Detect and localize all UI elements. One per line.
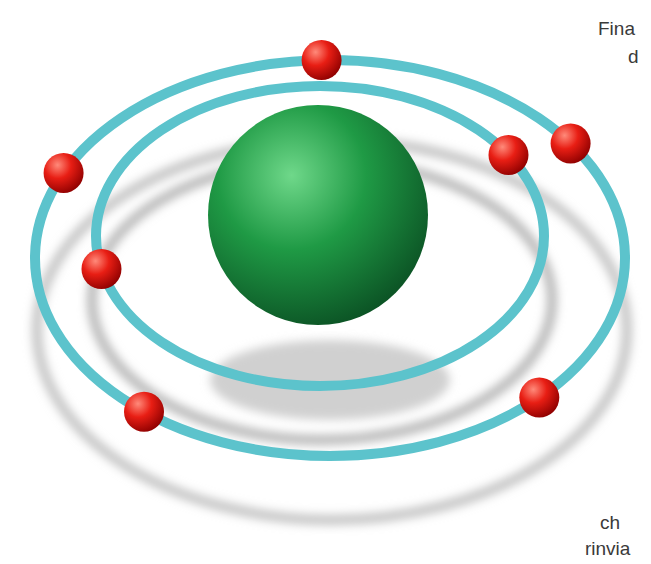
text-fragment: Fina: [598, 18, 635, 41]
electron: [302, 40, 342, 80]
orbit-ring: [35, 60, 625, 456]
nucleus: [208, 105, 428, 325]
electron: [44, 153, 84, 193]
electron: [124, 392, 164, 432]
electron: [488, 135, 528, 175]
text-fragment: d: [628, 46, 639, 69]
electron: [519, 378, 559, 418]
text-fragment: ch: [600, 512, 620, 535]
electron: [81, 249, 121, 289]
electron: [551, 123, 591, 163]
orbit-ring: [96, 86, 544, 386]
text-fragment: rinvia: [585, 538, 630, 561]
